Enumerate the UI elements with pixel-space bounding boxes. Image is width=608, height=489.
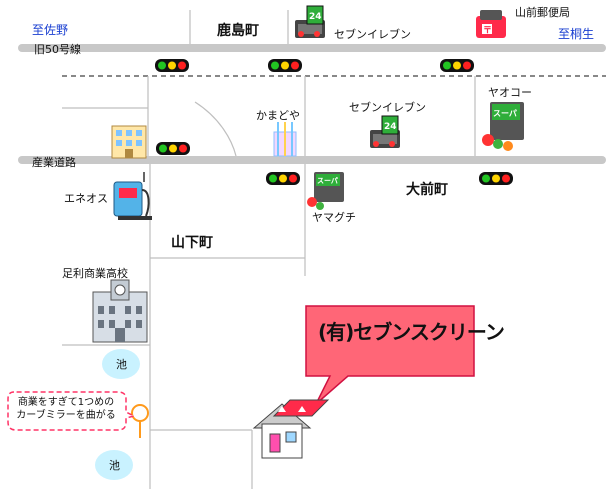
label-sangyo-road: 産業道路 (32, 156, 76, 169)
svg-text:24: 24 (384, 122, 397, 132)
convenience-store-icon: 24 (295, 5, 325, 38)
label-omaecho: 大前町 (406, 182, 448, 198)
supermarket-icon: スーパ (307, 172, 344, 210)
pond-lower (95, 450, 133, 480)
traffic-signal-icon (156, 142, 190, 155)
note-line-1: 商業をすぎて1つめの (17, 397, 115, 408)
sangyo-road (18, 156, 606, 164)
label-kashimacho: 鹿島町 (217, 23, 259, 39)
post-office-icon: 〒 (476, 10, 506, 38)
svg-text:〒: 〒 (483, 26, 492, 36)
svg-text:スーパ: スーパ (317, 176, 338, 185)
house-icon (252, 399, 330, 459)
traffic-signal-icon (268, 59, 302, 72)
label-to-kiryu: 至桐生 (558, 27, 595, 41)
label-yamamae-post: 山前郵便局 (515, 6, 570, 19)
traffic-signal-icon (440, 59, 474, 72)
callout-company-name: (有)セブンスクリーン (318, 320, 505, 344)
curve-mirror-icon (131, 404, 149, 438)
label-kamadoya: かまどや (256, 109, 300, 122)
label-pond-upper: 池 (116, 358, 127, 371)
note-bubble (7, 391, 137, 431)
convenience-store-icon: 24 (370, 115, 400, 148)
traffic-signal-icon (155, 59, 189, 72)
traffic-signal-icon (266, 172, 300, 185)
label-seven-eleven-mid: セブンイレブン (349, 101, 426, 114)
label-yamaguchi: ヤマグチ (312, 211, 356, 224)
gas-station-icon (113, 172, 152, 220)
old-route-50-road (18, 44, 606, 52)
label-to-sano: 至佐野 (32, 23, 69, 37)
traffic-signal-icon (479, 172, 513, 185)
school-icon (92, 279, 148, 343)
label-old-route-50: 旧50号線 (34, 43, 81, 56)
svg-text:24: 24 (309, 12, 322, 22)
callout-bubble (305, 305, 475, 405)
svg-text:スーパ: スーパ (493, 108, 517, 118)
label-yaoko: ヤオコー (488, 86, 532, 99)
apartment-icon (111, 125, 147, 159)
label-eneos: エネオス (64, 192, 108, 205)
side-streets (62, 10, 476, 489)
pond-upper (102, 349, 140, 379)
label-seven-eleven-top: セブンイレブン (334, 28, 411, 41)
note-line-2: カーブミラーを曲がる (16, 410, 116, 421)
lunch-shop-icon (273, 122, 297, 157)
note-directions: 商業をすぎて1つめの カーブミラーを曲がる (8, 396, 124, 422)
label-yamashitacho: 山下町 (171, 235, 213, 251)
label-ashikaga-school: 足利商業高校 (62, 267, 128, 280)
supermarket-icon: スーパ (482, 102, 524, 151)
label-pond-lower: 池 (109, 459, 120, 472)
